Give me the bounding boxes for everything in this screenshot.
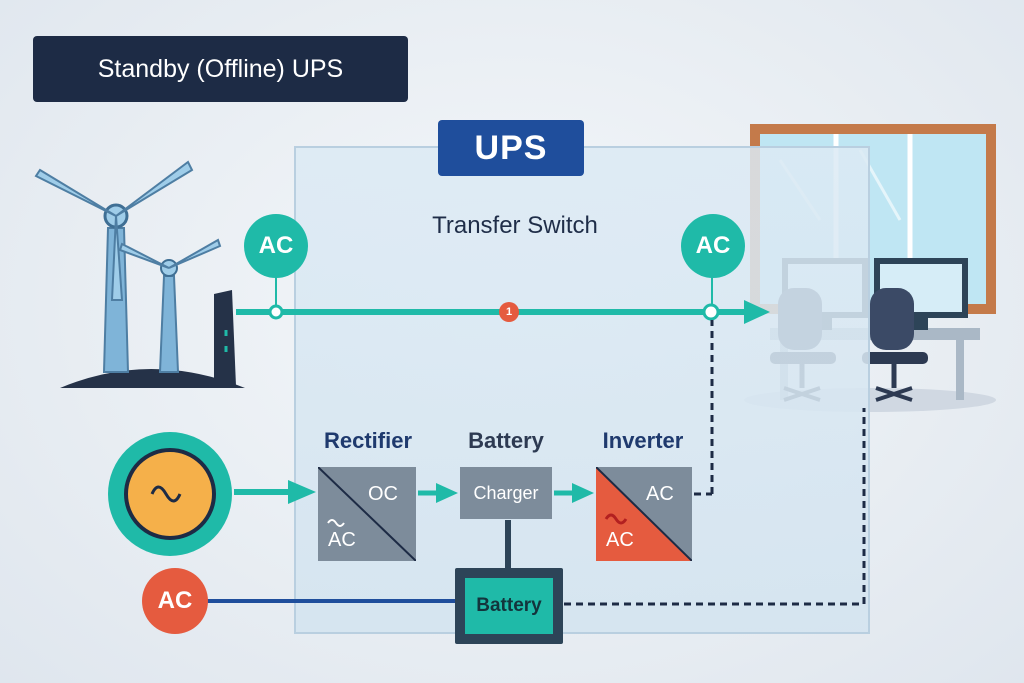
battery-block: Battery xyxy=(455,568,563,644)
battery-label: Battery xyxy=(465,578,553,634)
rectifier-to-charger-line xyxy=(418,483,458,503)
page-title: Standby (Offline) UPS xyxy=(33,36,408,102)
ac-circle-right: AC xyxy=(681,214,745,278)
transfer-switch-label: Transfer Switch xyxy=(432,212,598,239)
inverter-label: Inverter xyxy=(602,428,684,453)
main-bypass-line xyxy=(236,300,770,324)
ac-source-inner xyxy=(124,448,216,540)
power-tower-icon xyxy=(214,290,236,386)
switch-marker-badge: 1 xyxy=(499,302,519,322)
source-to-rectifier-line xyxy=(234,480,316,504)
inverter-ac-bottom-text: AC xyxy=(606,529,634,551)
rectifier-dc-text: OC xyxy=(368,483,398,505)
ac-circle-bottom: AC xyxy=(142,568,208,634)
inverter-to-switch-dashed xyxy=(694,320,714,496)
rectifier-block: OC AC xyxy=(318,467,416,561)
battery-header-label: Battery xyxy=(468,428,544,453)
rectifier-ac-text: AC xyxy=(328,529,356,551)
office-chair-icon xyxy=(862,288,928,402)
inverter-ac-top-text: AC xyxy=(646,483,674,505)
ac-circle-left: AC xyxy=(244,214,308,278)
charger-block: Charger xyxy=(460,467,552,519)
inverter-block: AC AC xyxy=(596,467,692,561)
rectifier-label: Rectifier xyxy=(323,428,413,453)
wind-turbine-icon xyxy=(34,160,245,388)
charger-to-inverter-line xyxy=(554,483,594,503)
battery-to-load-dashed xyxy=(564,408,866,606)
ups-badge: UPS xyxy=(438,120,584,176)
